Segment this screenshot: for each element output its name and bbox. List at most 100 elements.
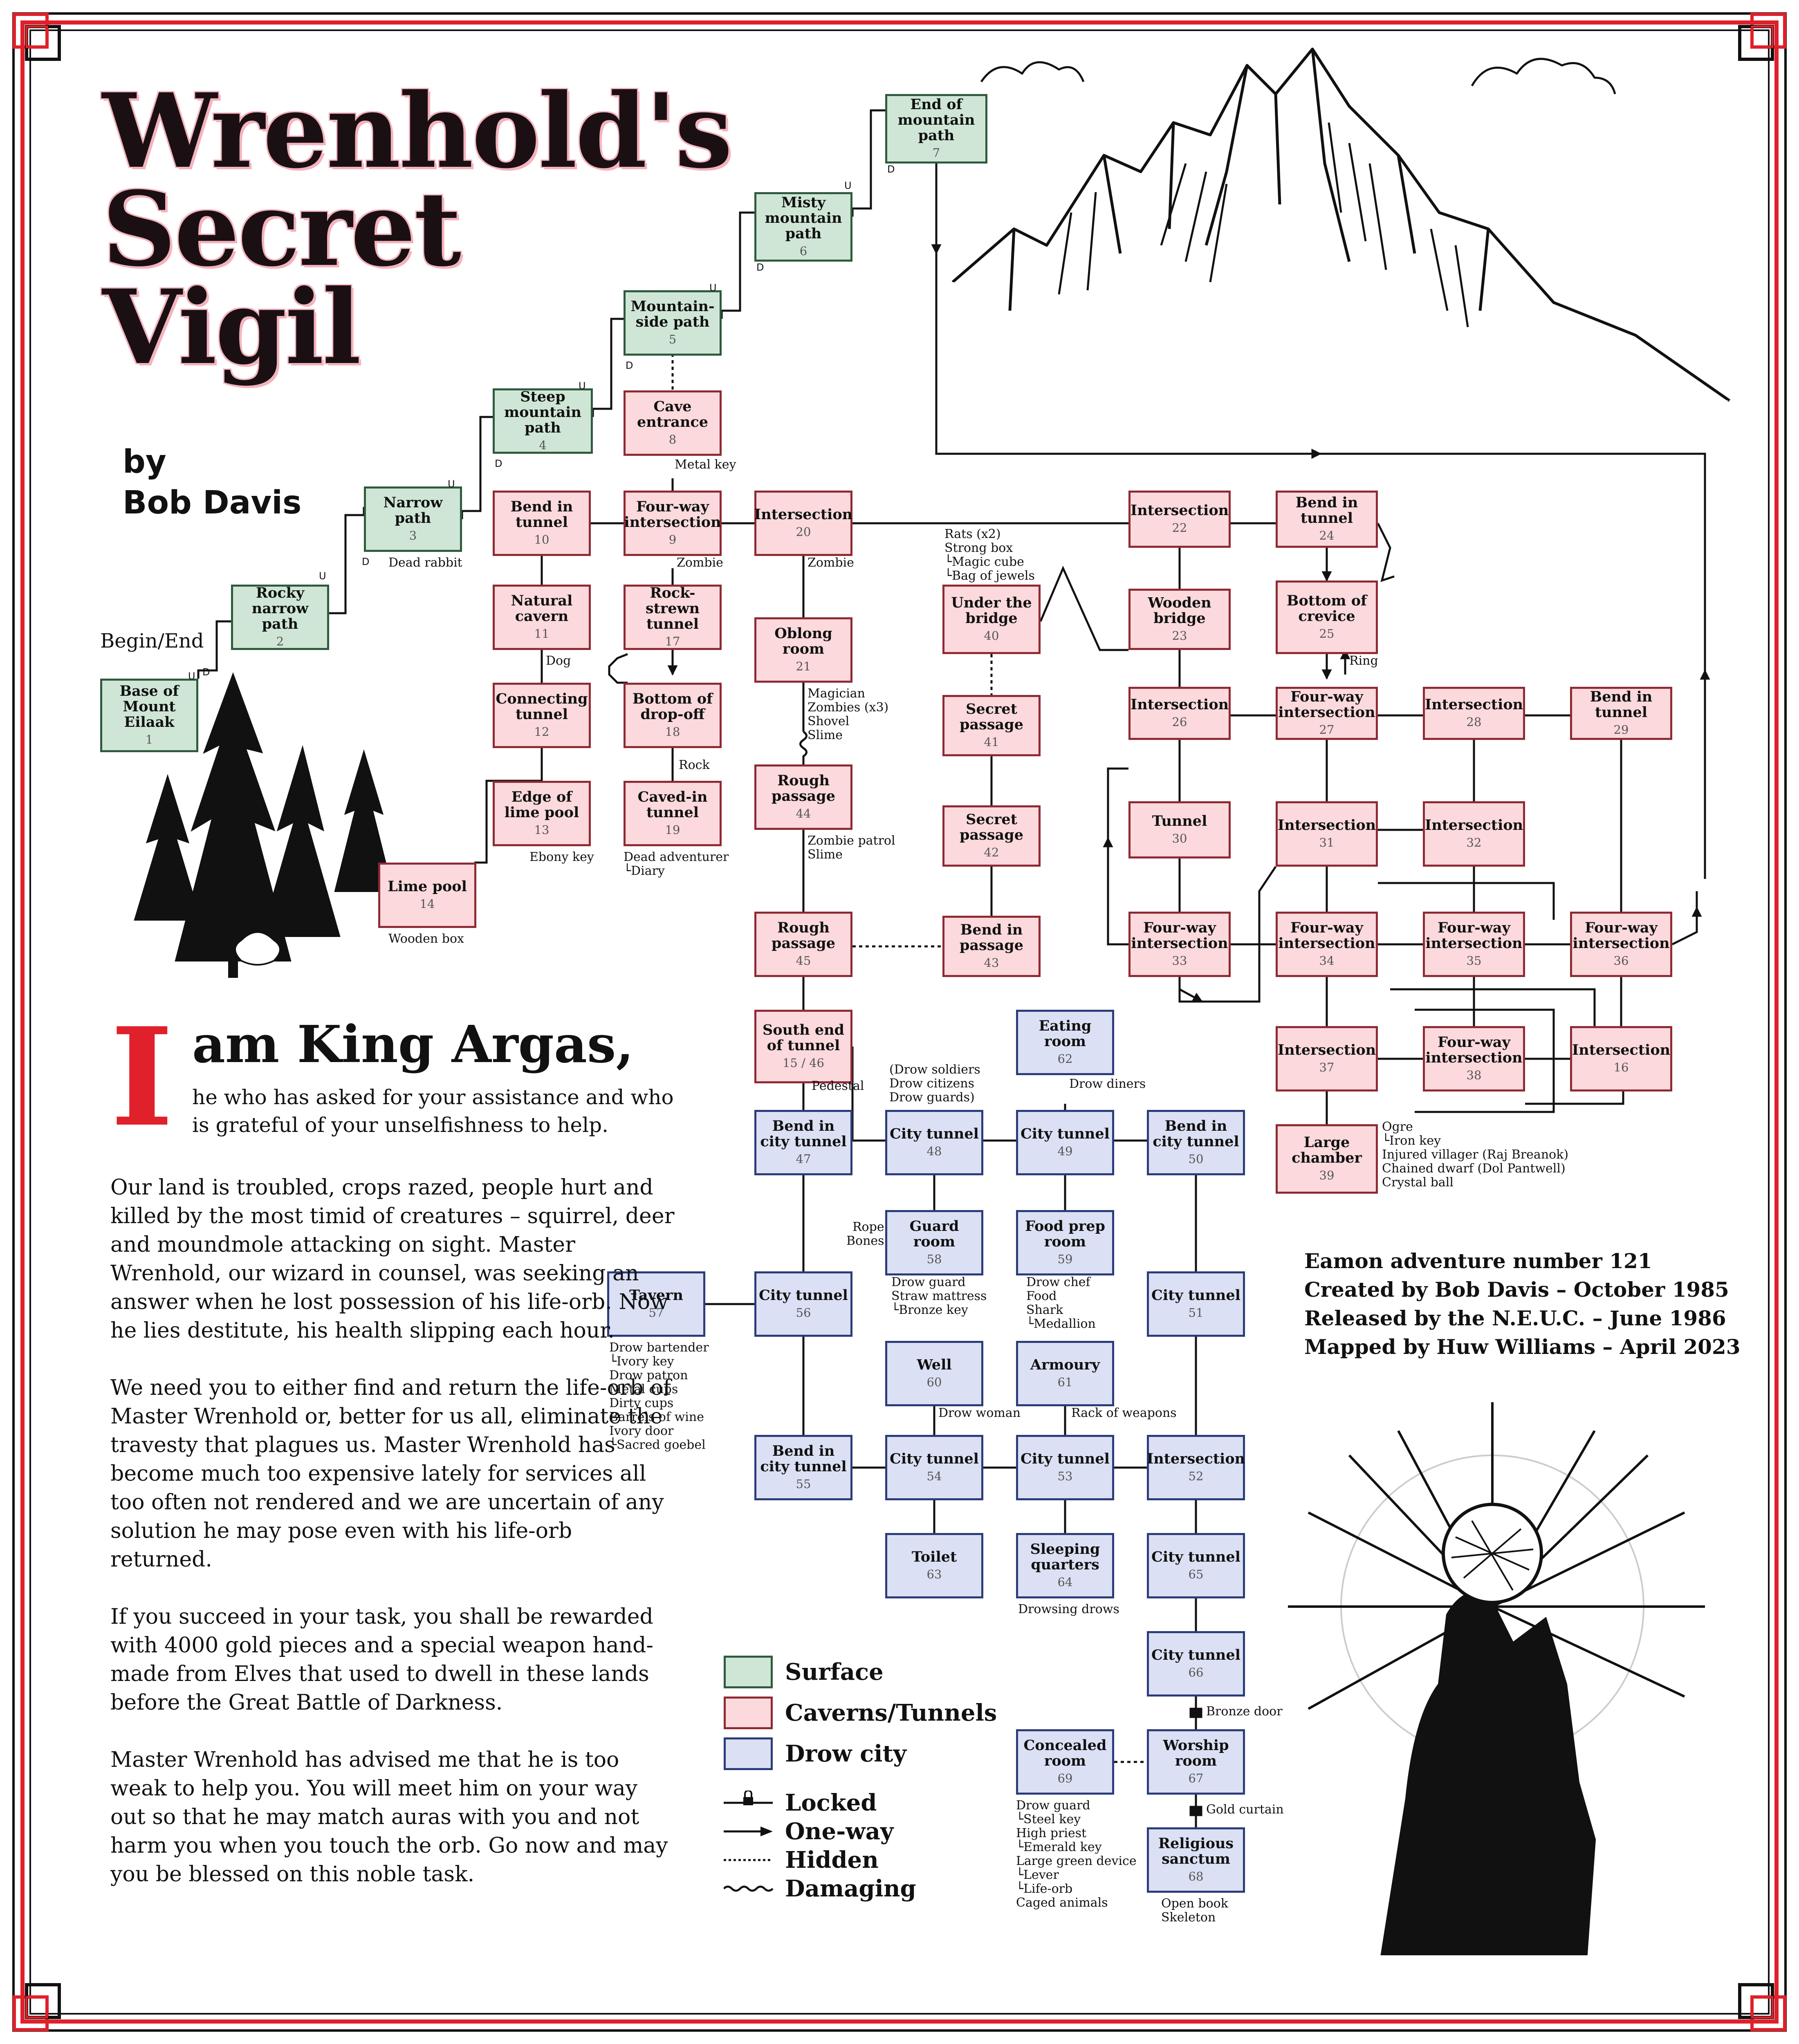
room-items: Rock [679,758,710,772]
title-line: Secret [102,169,461,289]
room-number: 3 [409,529,417,542]
room-name: Sleeping quarters [1030,1541,1100,1573]
celtic-knot-icon [1738,1983,1786,2031]
room-name: Four-way intersection [1425,919,1523,952]
room-number: 40 [984,629,999,643]
room-name: Intersection [1146,1450,1245,1467]
room-name: Four-way intersection [1572,919,1670,952]
story-paragraph: Master Wrenhold has advised me that he i… [110,1748,668,1887]
room-name: Well [917,1356,952,1373]
room-name: City tunnel [1151,1549,1240,1565]
room-number: 20 [796,525,811,539]
room-items: Rack of weapons [1071,1406,1177,1420]
room-number: 8 [668,433,677,446]
room-name: Intersection [1130,696,1229,713]
legend-label: One-way [785,1818,894,1845]
room-name: Natural cavern [511,592,573,625]
legend-label: Damaging [785,1875,916,1902]
room-name: Eating room [1039,1018,1092,1050]
down-marker: D [756,262,764,273]
room-items: Ogre └Iron key Injured villager (Raj Bre… [1382,1120,1569,1190]
room-name: Bend in tunnel [510,498,573,531]
room-node[interactable]: Four-way intersection 36 [1570,912,1672,977]
room-name: Caved-in tunnel [637,789,708,821]
room-name: Intersection [1277,817,1376,834]
room-number: 27 [1319,723,1335,737]
room-name: Intersection [1572,1042,1671,1058]
room-number: 61 [1057,1375,1073,1389]
room-number: 69 [1057,1771,1073,1785]
room-items: Drowsing drows [1018,1602,1119,1616]
page-title: Wrenhold's Secret Vigil [102,80,733,378]
room-number: 36 [1613,954,1629,968]
